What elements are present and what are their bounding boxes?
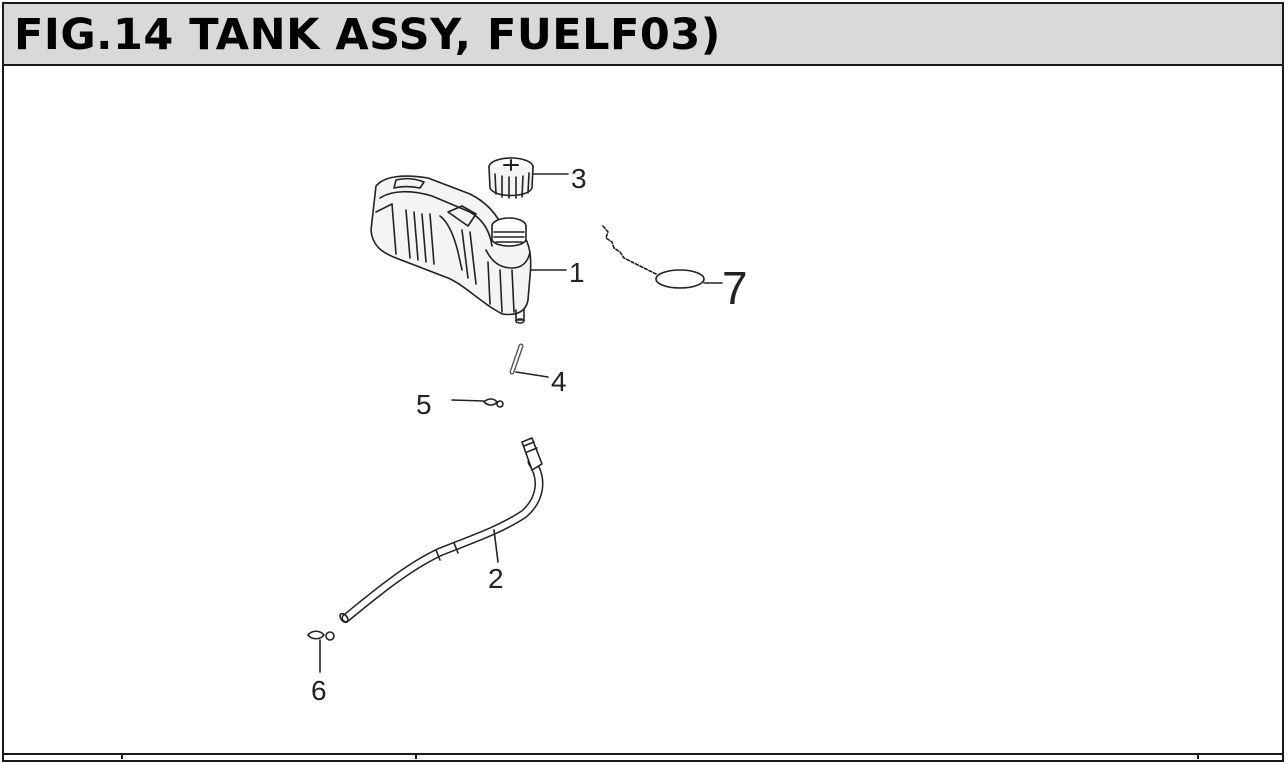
parts-table-column-divider [121, 753, 123, 759]
fuel-hose-part-2 [339, 437, 544, 624]
fuel-tank-part-1 [370, 175, 532, 324]
parts-table-column-divider [1197, 753, 1199, 759]
callout-4: 4 [551, 366, 567, 397]
parts-table-column-divider [415, 753, 417, 759]
callout-3: 3 [571, 163, 587, 194]
callout-7: 7 [722, 262, 748, 314]
callout-2: 2 [488, 563, 504, 594]
callout-1: 1 [569, 257, 585, 288]
fuel-cap-part-3 [488, 157, 569, 199]
fuel-tank-strap-part-7 [602, 225, 723, 289]
parts-table-top-border [2, 753, 1284, 755]
hose-clip-part-6 [307, 630, 335, 673]
figure-header: FIG.14 TANK ASSY, FUELF03) [2, 2, 1284, 66]
fuel-fitting-part-4 [509, 343, 549, 378]
callout-6: 6 [311, 675, 327, 706]
callout-5: 5 [416, 389, 432, 420]
figure-title: FIG.14 TANK ASSY, FUELF03) [14, 10, 721, 60]
hose-clip-part-5 [451, 398, 504, 408]
